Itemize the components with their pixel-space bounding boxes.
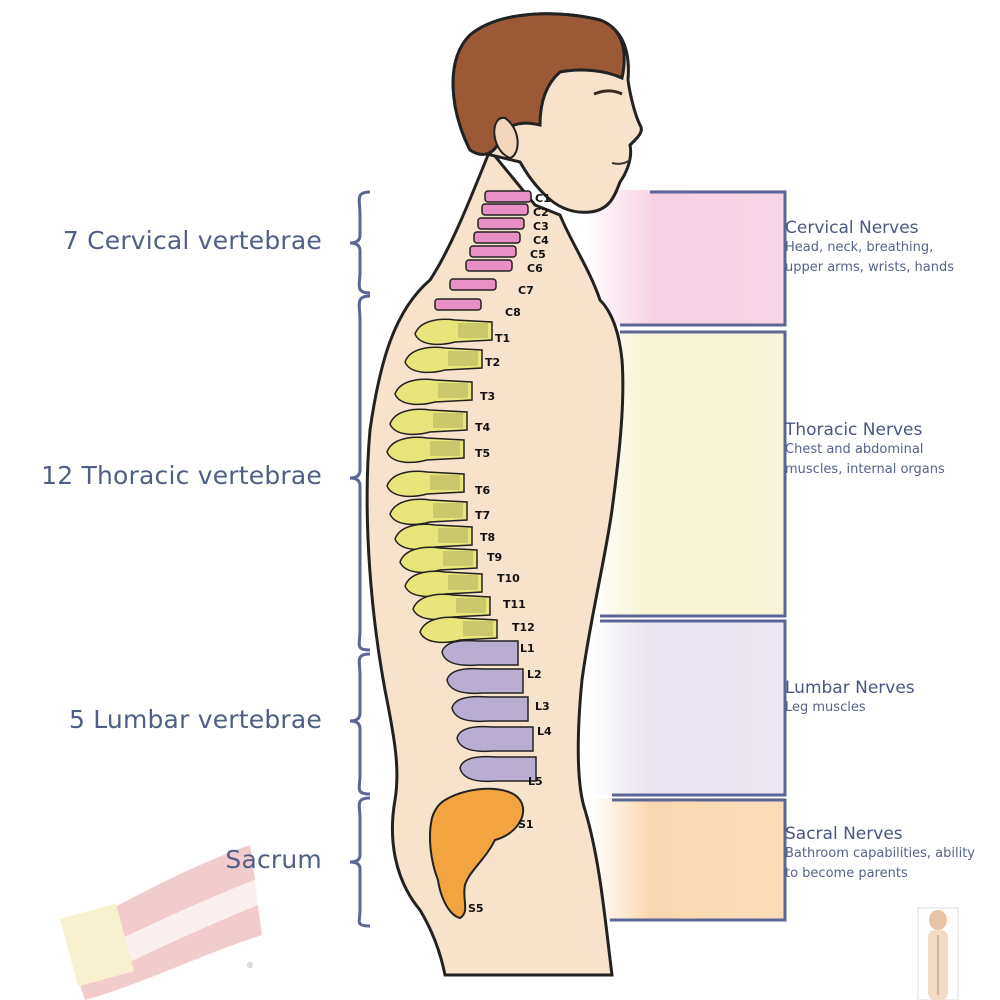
label-C4: C4 — [533, 234, 549, 247]
vertebra-C8 — [434, 298, 482, 311]
vertebra-L1 — [441, 639, 519, 667]
label-T4: T4 — [475, 421, 491, 434]
label-T1: T1 — [495, 332, 510, 345]
label-C8: C8 — [505, 306, 521, 319]
thoracic-bracket — [349, 294, 371, 652]
label-L5: L5 — [528, 775, 543, 788]
cervical-panel — [585, 190, 785, 325]
vertebra-T3 — [394, 378, 473, 406]
lumbar-region-label: 5 Lumbar vertebrae — [68, 705, 322, 734]
sacral-panel — [590, 798, 785, 920]
label-T8: T8 — [480, 531, 495, 544]
vertebra-C5 — [469, 245, 517, 258]
label-C3: C3 — [533, 220, 549, 233]
cervical-nerves-title: Cervical Nerves — [785, 218, 919, 238]
vertebra-L5 — [459, 755, 537, 783]
sacral-nerves-desc: Bathroom capabilities, ability to become… — [785, 846, 975, 881]
label-T9: T9 — [487, 551, 502, 564]
label-C5: C5 — [530, 248, 546, 261]
cervical-nerves-info: Cervical Nerves Head, neck, breathing, u… — [785, 218, 975, 278]
label-T12: T12 — [512, 621, 535, 634]
label-L3: L3 — [535, 700, 550, 713]
eyebrow — [593, 89, 623, 96]
sacrum-bracket — [349, 796, 371, 928]
vertebra-C3 — [477, 217, 525, 230]
label-T5: T5 — [475, 447, 490, 460]
thoracic-nerves-info: Thoracic Nerves Chest and abdominal musc… — [785, 420, 975, 480]
label-C2: C2 — [533, 206, 549, 219]
label-C7: C7 — [518, 284, 534, 297]
flag-logo — [59, 845, 262, 1000]
thoracic-nerves-title: Thoracic Nerves — [785, 420, 923, 440]
vertebra-C6 — [465, 259, 513, 272]
registered-mark: ® — [246, 961, 254, 970]
vertebra-T11 — [412, 593, 491, 621]
label-S1: S1 — [518, 818, 534, 831]
vertebra-T5 — [386, 436, 465, 464]
region-brackets — [349, 190, 371, 928]
sacral-nerves-title: Sacral Nerves — [785, 824, 903, 844]
lumbar-nerves-info: Lumbar Nerves Leg muscles — [785, 678, 975, 718]
ear — [493, 116, 519, 160]
thoracic-nerves-desc: Chest and abdominal muscles, internal or… — [785, 442, 945, 477]
lumbar-nerves-desc: Leg muscles — [785, 700, 866, 715]
sacral-nerves-info: Sacral Nerves Bathroom capabilities, abi… — [785, 824, 975, 884]
cervical-nerves-desc: Head, neck, breathing, upper arms, wrist… — [785, 240, 954, 275]
vertebra-T8 — [394, 523, 473, 551]
label-T3: T3 — [480, 390, 495, 403]
label-T11: T11 — [503, 598, 526, 611]
vertebra-T10 — [404, 570, 483, 598]
nerve-panels — [585, 190, 787, 922]
sacrum-region-label: Sacrum — [225, 845, 322, 874]
vertebra-T6 — [386, 470, 465, 498]
mouth — [611, 159, 631, 165]
label-C6: C6 — [527, 262, 543, 275]
vertebra-C7 — [449, 278, 497, 291]
label-L2: L2 — [527, 668, 542, 681]
vertebra-T7 — [389, 498, 468, 526]
lumbar-bracket — [349, 652, 371, 796]
label-C1: C1 — [535, 192, 551, 205]
vertebra-L3 — [451, 695, 529, 723]
vertebra-L4 — [456, 725, 534, 753]
vertebra-L2 — [446, 667, 524, 695]
label-T10: T10 — [497, 572, 520, 585]
vertebra-T9 — [399, 546, 478, 574]
vertebra-T4 — [389, 408, 468, 436]
sacrum — [429, 787, 525, 920]
cervical-bracket — [349, 190, 371, 295]
vertebra-C1 — [484, 190, 532, 203]
thoracic-region-label: 12 Thoracic vertebrae — [41, 461, 322, 490]
label-L4: L4 — [537, 725, 552, 738]
vertebra-T12 — [419, 616, 498, 644]
lumbar-panel — [590, 620, 785, 795]
vertebra-T1 — [414, 318, 493, 346]
label-L1: L1 — [520, 642, 535, 655]
thumbnail-figure — [917, 907, 959, 1000]
label-T2: T2 — [485, 356, 500, 369]
spine — [386, 190, 537, 920]
label-T6: T6 — [475, 484, 491, 497]
label-S5: S5 — [468, 902, 484, 915]
label-T7: T7 — [475, 509, 490, 522]
cervical-region-label: 7 Cervical vertebrae — [62, 226, 322, 255]
vertebra-C2 — [481, 203, 529, 216]
vertebra-labels: C1C2C3C4C5C6C7C8T1T2T3T4T5T6T7T8T9T10T11… — [468, 192, 552, 915]
lumbar-nerves-title: Lumbar Nerves — [785, 678, 915, 698]
vertebra-C4 — [473, 231, 521, 244]
vertebra-T2 — [404, 346, 483, 374]
